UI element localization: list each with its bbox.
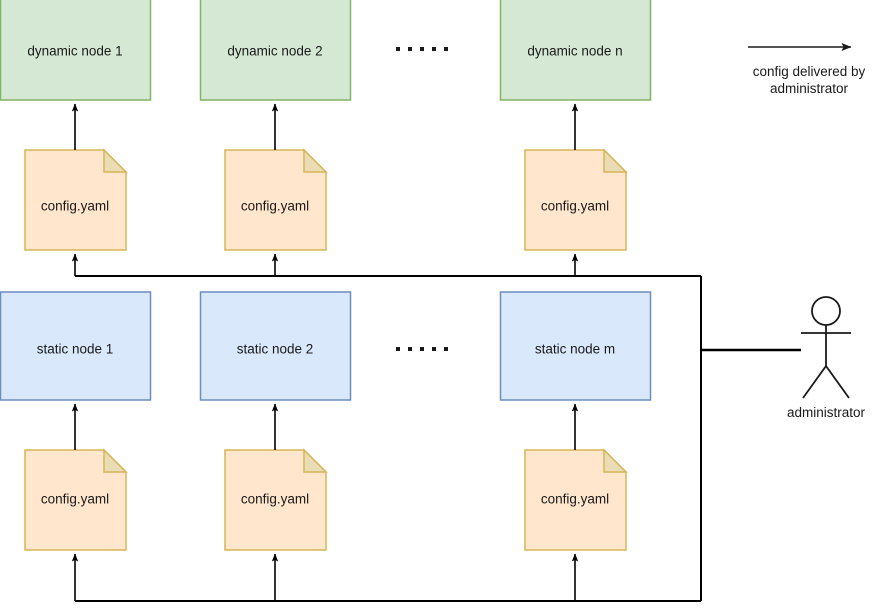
administrator-actor[interactable]: administrator — [787, 296, 866, 420]
static-node-m-box[interactable] — [499, 291, 652, 401]
static-node-2-box[interactable] — [199, 291, 352, 401]
administrator-label: administrator — [787, 405, 866, 420]
dynamic-config-n-fold — [603, 148, 628, 173]
static-config-1-page[interactable] — [24, 449, 127, 551]
dynamic-config-n-page[interactable] — [524, 149, 627, 251]
ellipsis-dot — [420, 47, 424, 51]
static-config-2-page[interactable] — [224, 449, 327, 551]
dynamic-node-n[interactable]: dynamic node n — [499, 0, 652, 101]
stick-figure-actor-icon — [801, 296, 851, 399]
lower-distribution-bus — [71, 553, 701, 602]
static-config-1-label: config.yaml — [41, 492, 109, 507]
dynamic-config-1-fold — [103, 148, 128, 173]
static-node-2[interactable]: static node 2 — [199, 291, 352, 401]
dynamic-config-n-label: config.yaml — [541, 199, 609, 214]
static-node-m-label: static node m — [535, 342, 615, 357]
static-node-1-label: static node 1 — [37, 342, 114, 357]
dynamic-node-1-label: dynamic node 1 — [27, 44, 122, 59]
static-config-m-page[interactable] — [524, 449, 627, 551]
dynamic-config-2[interactable]: config.yaml — [224, 148, 328, 251]
dynamic-config-1[interactable]: config.yaml — [24, 148, 128, 251]
ellipsis-dot — [432, 347, 436, 351]
static-node-1[interactable]: static node 1 — [0, 291, 152, 401]
static-config-m[interactable]: config.yaml — [524, 448, 628, 551]
dynamic-config-n[interactable]: config.yaml — [524, 148, 628, 251]
dynamic-config-2-page[interactable] — [224, 149, 327, 251]
ellipsis-dot — [444, 347, 448, 351]
static-row-ellipsis — [396, 347, 448, 351]
static-config-m-fold — [603, 448, 628, 473]
ellipsis-dot — [408, 347, 412, 351]
actor-head-icon — [811, 296, 841, 326]
actor-left-leg-icon — [802, 365, 827, 399]
dynamic-config-1-page[interactable] — [24, 149, 127, 251]
dynamic-node-2-label: dynamic node 2 — [227, 44, 322, 59]
ellipsis-dot — [408, 47, 412, 51]
dynamic-node-1[interactable]: dynamic node 1 — [0, 0, 152, 101]
dynamic-config-2-label: config.yaml — [241, 199, 309, 214]
static-node-m[interactable]: static node m — [499, 291, 652, 401]
dynamic-config-1-label: config.yaml — [41, 199, 109, 214]
ellipsis-dot — [444, 47, 448, 51]
static-node-2-label: static node 2 — [237, 342, 314, 357]
static-node-1-box[interactable] — [0, 291, 152, 401]
ellipsis-dot — [420, 347, 424, 351]
ellipsis-dot — [396, 347, 400, 351]
legend-line-1: config delivered by — [753, 64, 866, 79]
admin-connector — [700, 276, 801, 601]
ellipsis-dot — [396, 47, 400, 51]
actor-right-leg-icon — [825, 365, 850, 399]
static-config-1-fold — [103, 448, 128, 473]
ellipsis-dot — [432, 47, 436, 51]
upper-distribution-bus — [71, 253, 701, 277]
dynamic-node-n-label: dynamic node n — [527, 44, 622, 59]
static-config-2[interactable]: config.yaml — [224, 448, 328, 551]
static-config-2-label: config.yaml — [241, 492, 309, 507]
dynamic-row-ellipsis — [396, 47, 448, 51]
dynamic-node-1-box[interactable] — [0, 0, 152, 101]
dynamic-node-2[interactable]: dynamic node 2 — [199, 0, 352, 101]
static-config-2-fold — [303, 448, 328, 473]
static-config-1[interactable]: config.yaml — [24, 448, 128, 551]
legend-line-2: administrator — [770, 81, 849, 96]
legend: config delivered by administrator — [748, 43, 866, 96]
dynamic-config-2-fold — [303, 148, 328, 173]
dynamic-node-2-box[interactable] — [199, 0, 352, 101]
static-config-m-label: config.yaml — [541, 492, 609, 507]
dynamic-node-n-box[interactable] — [499, 0, 652, 101]
